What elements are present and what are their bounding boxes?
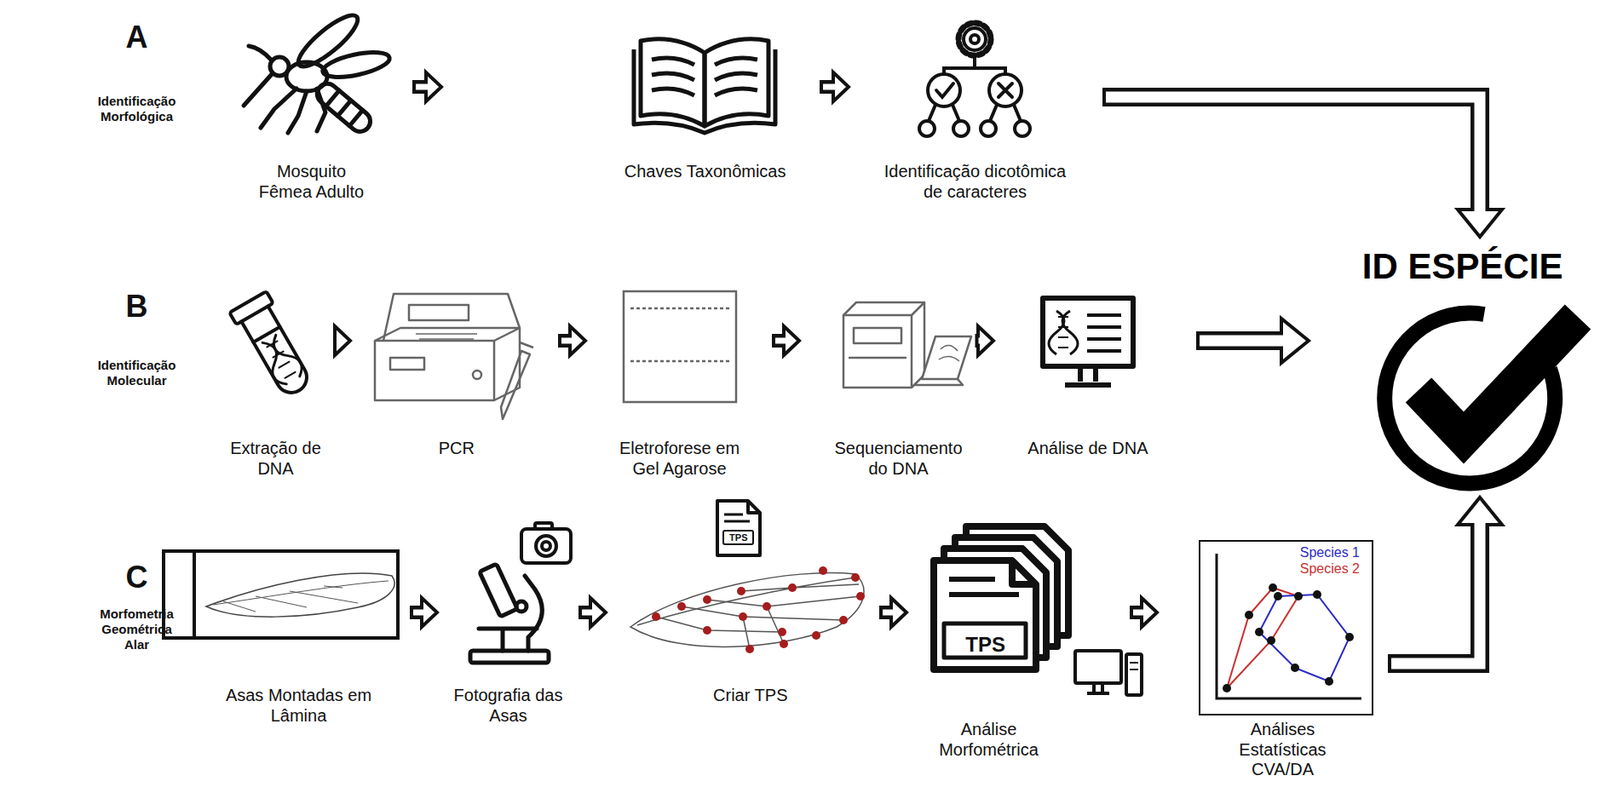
step-node: Chaves Taxonômicas	[444, 12, 817, 188]
flow-arrow	[409, 598, 438, 628]
mosquito-icon	[243, 8, 392, 137]
dna-monitor-icon	[1042, 298, 1134, 386]
step-label: Chaves Taxonômicas	[623, 161, 787, 183]
arrow-shaft	[775, 338, 789, 345]
arrow-shaft	[1133, 610, 1146, 616]
flow-arrow	[879, 598, 907, 628]
flow-arrow	[1102, 97, 1503, 237]
flow-arrow	[975, 326, 995, 356]
arrow-shaft	[978, 338, 984, 345]
step-label: Identificação dicotômica de caracteres	[879, 161, 1072, 202]
arrow-shaft	[1102, 97, 1480, 210]
landmark-wing	[630, 566, 865, 654]
arrow-shaft	[882, 610, 896, 616]
decision-tree-icon	[919, 23, 1031, 137]
arrow-shaft	[1387, 524, 1480, 664]
step-label: Eletroforese em Gel Agarose	[610, 438, 749, 479]
arrow-shaft	[336, 338, 340, 345]
flow-arrow	[333, 326, 351, 356]
row-title: Identificação Molecular	[90, 357, 184, 389]
step-label: Mosquito Fêmea Adulto	[251, 161, 372, 202]
step-node: PCR	[353, 281, 555, 465]
microscope-icon	[470, 564, 549, 663]
step-node: Asas Montadas em Lâmina	[157, 511, 407, 731]
step-label: Asas Montadas em Lâmina	[217, 685, 380, 726]
flow-arrow	[819, 72, 849, 102]
step-node: Análise de DNA	[996, 281, 1193, 465]
row-letter: C	[125, 562, 149, 593]
arrow-shaft	[415, 84, 431, 91]
step-label: Análise de DNA	[1026, 438, 1149, 460]
arrow-shaft	[581, 610, 595, 616]
flow-arrow	[1196, 318, 1309, 363]
step-node: Análise Morfométrica	[909, 511, 1127, 766]
step-node: Sequenciamento do DNA	[802, 281, 973, 484]
arrow-shaft	[333, 333, 335, 348]
tps-file-icon	[717, 500, 760, 556]
step-node: Mosquito Fêmea Adulto	[221, 12, 409, 208]
row-letter: B	[125, 291, 149, 323]
row-title: Identificação Morfológica	[90, 93, 184, 125]
result-node: ID ESPÉCIE	[1312, 240, 1594, 495]
tps-file-stack	[933, 526, 1069, 670]
arrow-shaft	[975, 333, 979, 348]
arrow-shaft	[823, 84, 838, 91]
arrow-shaft	[1105, 97, 1480, 214]
flow-arrow	[578, 598, 606, 628]
step-label: PCR	[437, 438, 476, 460]
arrow-head	[978, 326, 994, 356]
arrow-shaft	[1391, 520, 1480, 664]
arrow-shaft	[1199, 335, 1286, 347]
flow-arrow	[771, 326, 800, 356]
camera-icon	[521, 523, 571, 564]
test-tube-icon	[229, 291, 317, 402]
sequencer-icon	[843, 302, 972, 388]
cva-plot	[1199, 541, 1373, 715]
flow-arrow	[412, 72, 442, 102]
step-label: Sequenciamento do DNA	[828, 438, 970, 479]
arrow-shaft	[561, 338, 575, 345]
book-icon	[633, 39, 776, 133]
pcr-machine-icon	[374, 293, 534, 420]
step-label: Extração de DNA	[224, 438, 328, 479]
agarose-gel-icon	[623, 291, 737, 403]
series-label: Species 1	[1299, 545, 1361, 561]
check-icon	[1384, 313, 1578, 484]
step-label: Análises Estatísticas CVA/DA	[1229, 719, 1337, 781]
row-letter: A	[125, 22, 149, 53]
step-node: Identificação dicotômica de caracteres	[851, 12, 1100, 208]
flow-arrow	[1129, 598, 1157, 628]
arrow-shaft	[413, 610, 426, 616]
series-label: Species 2	[1299, 561, 1361, 577]
step-label: Fotografia das Asas	[443, 685, 573, 726]
step-label: Criar TPS	[712, 685, 789, 707]
file-tag: TPS	[965, 634, 1007, 656]
step-node: Eletroforese em Gel Agarose	[588, 281, 769, 484]
flow-arrow	[558, 326, 586, 356]
file-tag: TPS	[728, 533, 749, 543]
arrow-head	[334, 326, 351, 356]
step-label: Análise Morfométrica	[928, 719, 1049, 760]
step-node: Fotografia das Asas	[440, 511, 576, 731]
computer-icon	[1075, 650, 1142, 696]
result-title: ID ESPÉCIE	[1361, 247, 1564, 287]
row-title: Morfometria Geométrica Alar	[90, 606, 184, 653]
slide-icon	[163, 551, 398, 639]
flow-arrow	[1387, 497, 1503, 664]
step-node: Extração de DNA	[212, 281, 330, 484]
